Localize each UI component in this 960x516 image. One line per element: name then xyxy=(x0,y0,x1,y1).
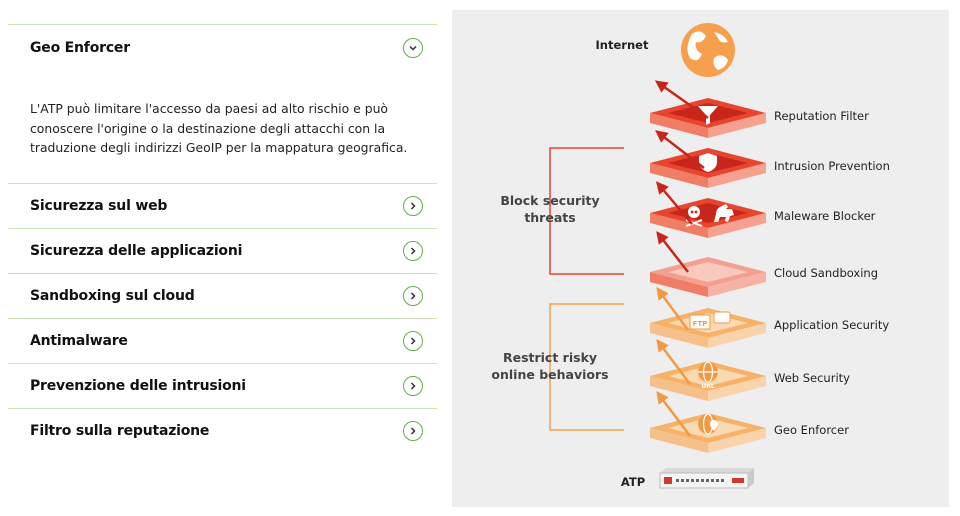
layer-label: Web Security xyxy=(774,371,850,385)
accordion-collapsed-list: Sicurezza sul web Sicurezza delle applic… xyxy=(8,182,437,453)
atp-layers-diagram: Internet Block security threats Restrict… xyxy=(452,10,949,507)
chevron-right-icon[interactable] xyxy=(403,240,423,261)
accordion-item-geo-enforcer: Geo Enforcer L'ATP può limitare l'access… xyxy=(8,24,437,183)
globe-url-icon: URL xyxy=(698,361,718,390)
accordion-item[interactable]: Antimalware xyxy=(8,317,437,363)
accordion-title: Geo Enforcer xyxy=(30,40,130,56)
feature-accordion: Geo Enforcer L'ATP può limitare l'access… xyxy=(8,24,437,453)
block-group-label-1: Block security xyxy=(500,193,599,208)
globe-pin-icon xyxy=(698,413,718,435)
block-bracket xyxy=(549,147,624,275)
layer-label: Application Security xyxy=(774,318,889,332)
svg-text:URL: URL xyxy=(701,383,714,390)
accordion-item[interactable]: Sicurezza sul web xyxy=(8,182,437,228)
layer-geo-enforcer xyxy=(650,391,766,453)
ftp-chat-icon: FTP xyxy=(689,311,731,330)
accordion-header[interactable]: Sandboxing sul cloud xyxy=(8,274,437,318)
restrict-group-label-1: Restrict risky xyxy=(503,350,597,365)
chevron-right-icon[interactable] xyxy=(403,285,423,306)
accordion-header[interactable]: Prevenzione delle intrusioni xyxy=(8,364,437,408)
atp-label: ATP xyxy=(621,475,645,489)
accordion-title: Sandboxing sul cloud xyxy=(30,287,195,304)
accordion-title: Filtro sulla reputazione xyxy=(30,422,210,439)
layer-label: Cloud Sandboxing xyxy=(774,266,878,280)
layer-malware-blocker xyxy=(650,181,766,238)
chevron-right-icon[interactable] xyxy=(403,375,423,396)
accordion-item[interactable]: Filtro sulla reputazione xyxy=(8,407,437,453)
chevron-down-icon[interactable] xyxy=(403,38,423,58)
layer-application-security: FTP xyxy=(650,286,766,348)
layer-label: Intrusion Prevention xyxy=(774,159,890,173)
layer-cloud-sandboxing xyxy=(650,231,766,297)
accordion-header[interactable]: Sicurezza delle applicazioni xyxy=(8,229,437,273)
chevron-right-icon[interactable] xyxy=(403,330,423,351)
sand-icon xyxy=(668,262,748,282)
accordion-title: Antimalware xyxy=(30,332,128,349)
accordion-header[interactable]: Filtro sulla reputazione xyxy=(8,409,437,453)
accordion-header[interactable]: Antimalware xyxy=(8,319,437,363)
accordion-item[interactable]: Sandboxing sul cloud xyxy=(8,272,437,318)
layer-web-security: URL xyxy=(650,339,766,401)
svg-text:FTP: FTP xyxy=(693,320,708,328)
internet-label: Internet xyxy=(596,38,649,52)
layer-label: Maleware Blocker xyxy=(774,209,876,223)
accordion-item[interactable]: Sicurezza delle applicazioni xyxy=(8,227,437,273)
layer-label: Reputation Filter xyxy=(774,109,869,123)
layer-label: Geo Enforcer xyxy=(774,423,849,437)
layer-reputation-filter xyxy=(650,80,766,138)
accordion-header[interactable]: Sicurezza sul web xyxy=(8,184,437,228)
globe-icon xyxy=(681,23,735,77)
rocking-horse-icon xyxy=(714,204,734,222)
atp-device-icon xyxy=(659,468,754,489)
accordion-title: Prevenzione delle intrusioni xyxy=(30,377,246,394)
accordion-title: Sicurezza delle applicazioni xyxy=(30,242,243,259)
chevron-right-icon[interactable] xyxy=(403,195,423,216)
accordion-item[interactable]: Prevenzione delle intrusioni xyxy=(8,362,437,408)
accordion-body-text: L'ATP può limitare l'accesso da paesi ad… xyxy=(30,101,408,155)
block-group-label-2: threats xyxy=(524,210,575,225)
chevron-right-icon[interactable] xyxy=(403,420,423,441)
funnel-icon xyxy=(698,106,718,125)
accordion-title: Sicurezza sul web xyxy=(30,197,168,214)
accordion-header-geo-enforcer[interactable]: Geo Enforcer xyxy=(8,25,437,71)
restrict-bracket xyxy=(549,303,624,431)
layer-intrusion-prevention xyxy=(650,130,766,188)
restrict-group-label-2: online behaviors xyxy=(491,367,608,382)
